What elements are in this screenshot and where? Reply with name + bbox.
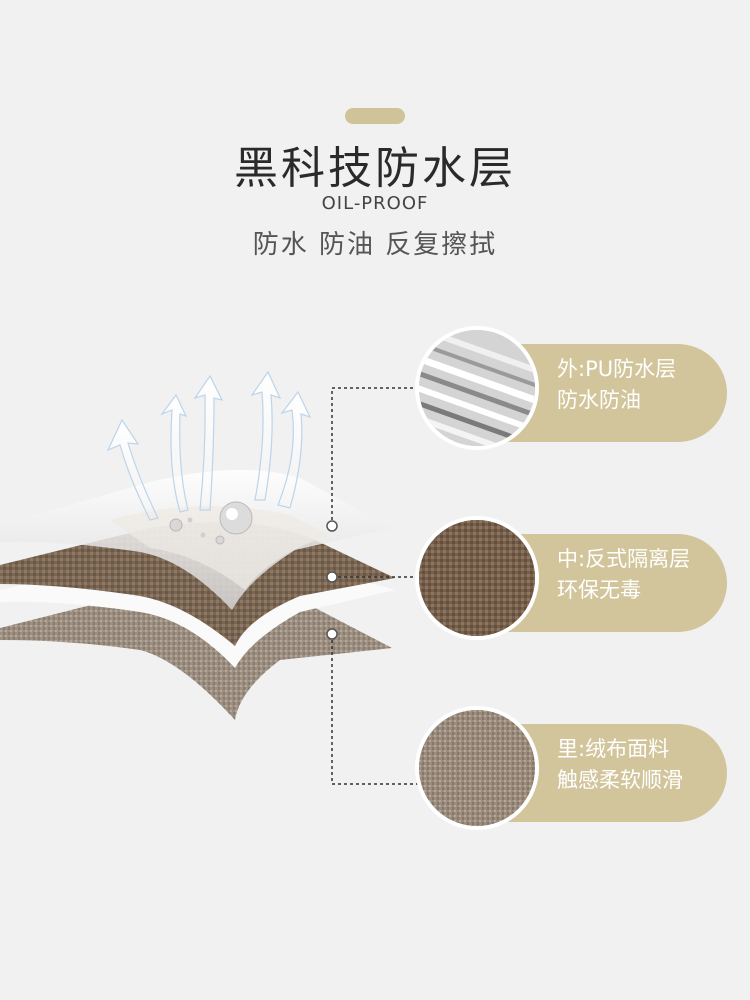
isolation-texture-icon [415, 516, 539, 640]
layer-callout-middle: 中:反式隔离层 环保无毒 [415, 516, 727, 646]
layer-feature: 环保无毒 [557, 578, 641, 602]
subtitle-en: OIL-PROOF [321, 193, 429, 214]
layer-callout-outer: 外:PU防水层 防水防油 [415, 326, 727, 456]
pu-waterproof-texture-icon [415, 326, 539, 450]
layer-name: 里:绒布面料 [557, 737, 670, 761]
layer-feature: 触感柔软顺滑 [557, 768, 683, 792]
fleece-layer [0, 582, 392, 720]
page-title: 黑科技防水层 [234, 143, 516, 194]
layer-name: 外:PU防水层 [557, 357, 677, 381]
fleece-fabric-texture-icon [415, 706, 539, 830]
fabric-layers-illustration [0, 370, 395, 720]
layer-name: 中:反式隔离层 [557, 547, 691, 571]
isolation-layer [0, 522, 395, 646]
layer-callout-inner: 里:绒布面料 触感柔软顺滑 [415, 706, 727, 836]
layer-feature: 防水防油 [557, 388, 641, 412]
subtitle-cn: 防水 防油 反复擦拭 [252, 230, 498, 260]
accent-bar [345, 108, 405, 124]
